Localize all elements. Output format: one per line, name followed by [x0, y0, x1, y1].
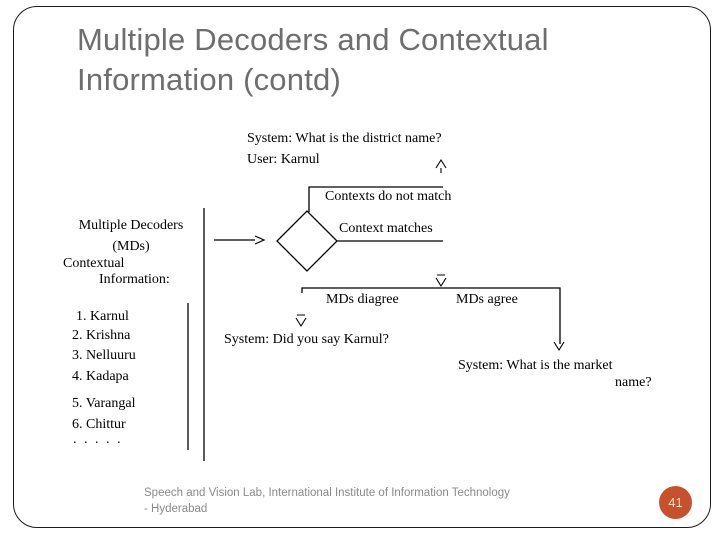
- context-matches-label: Context matches: [339, 221, 433, 236]
- user-answer-text: User: Karnul: [247, 152, 320, 167]
- context-list-item: 6. Chittur: [72, 417, 126, 432]
- mds-agree-label: MDs agree: [456, 292, 518, 307]
- system-market-line2: name?: [615, 375, 652, 390]
- system-question-text: System: What is the district name?: [247, 131, 442, 146]
- contextual-information-label: Contextual Information:: [63, 256, 170, 287]
- page-number-badge: 41: [659, 486, 692, 519]
- contextual-line1: Contextual: [63, 256, 125, 271]
- page-number: 41: [668, 495, 683, 510]
- slide-title: Multiple Decoders and Contextual Informa…: [77, 22, 549, 97]
- slide-border-frame: [13, 6, 711, 528]
- context-list-ellipsis: . . . . .: [73, 432, 123, 447]
- system-confirm-text: System: Did you say Karnul?: [224, 332, 389, 347]
- footer-line2: - Hyderabad: [144, 503, 208, 515]
- system-market-line1: System: What is the market: [458, 358, 613, 373]
- context-list-item: 3. Nelluuru: [72, 348, 136, 363]
- mds-disagree-label: MDs diagree: [326, 292, 399, 307]
- context-list-item: 5. Varangal: [72, 396, 136, 411]
- multiple-decoders-line2: (MDs): [112, 239, 150, 254]
- footer-line1: Speech and Vision Lab, International Ins…: [144, 487, 510, 499]
- context-list-item: 2. Krishna: [72, 328, 131, 343]
- context-list-item: 4. Kadapa: [72, 369, 129, 384]
- footer: Speech and Vision Lab, International Ins…: [144, 485, 624, 517]
- contextual-line2: Information:: [99, 272, 170, 287]
- multiple-decoders-line1: Multiple Decoders: [78, 218, 184, 233]
- context-list-item: 1. Karnul: [76, 309, 129, 324]
- contexts-no-match-label: Contexts do not match: [325, 189, 452, 204]
- multiple-decoders-label: Multiple Decoders (MDs): [62, 215, 200, 257]
